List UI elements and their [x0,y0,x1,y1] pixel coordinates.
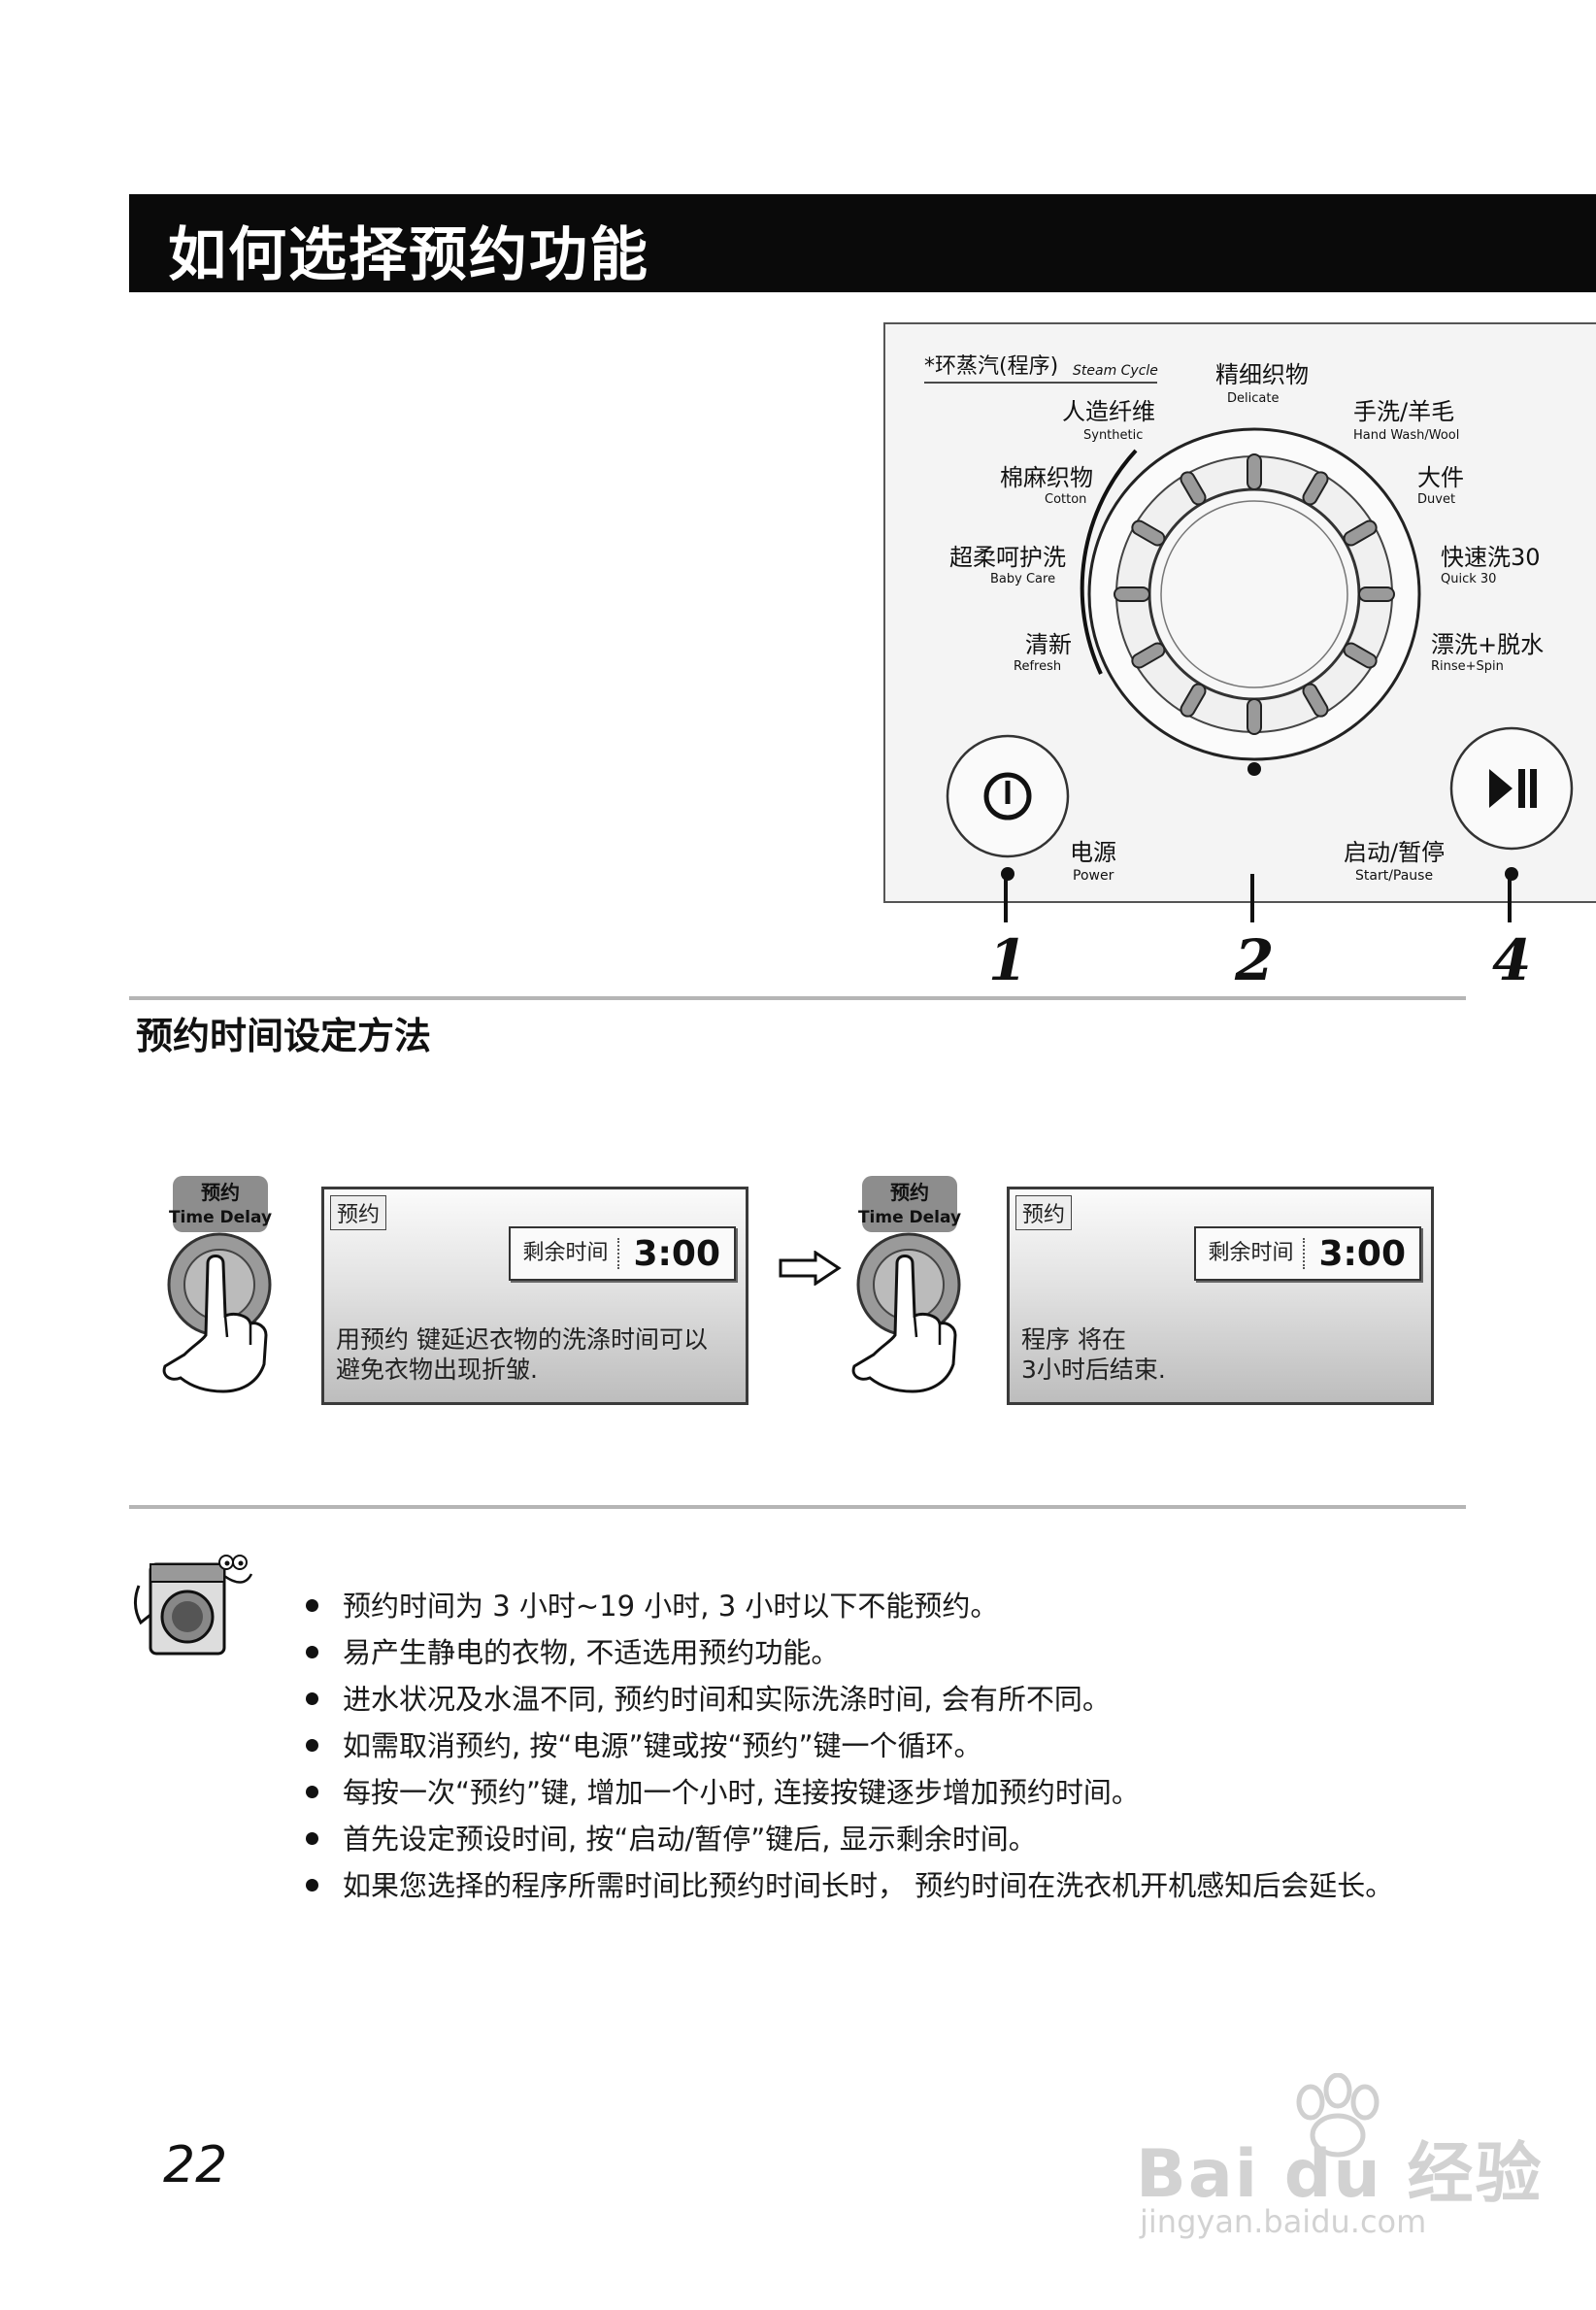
control-panel-illustration: *环蒸汽(程序) Steam Cycle 精细织物 Delicate 人造纤维 … [883,322,1596,903]
callout-2: 2 [1235,927,1275,993]
dial-tick [1302,683,1329,718]
dial-tick [1247,453,1262,490]
power-label: 电源 [1070,839,1116,866]
play-pause-icon [1489,769,1537,808]
program-label-handwash: 手洗/羊毛 [1353,398,1454,425]
dial-tick [1343,519,1378,547]
dial-tick [1180,683,1207,718]
dial-tick [1180,471,1207,506]
page-title: 如何选择预约功能 [168,221,649,289]
lcd-message-step1: 用预约 键延迟衣物的洗涤时间可以 避免衣物出现折皱. [336,1325,708,1384]
power-icon [983,772,1032,820]
dial-tick [1247,698,1262,735]
lcd-tab-step2: 预约 [1015,1195,1073,1230]
section-title: 预约时间设定方法 [136,1015,432,1057]
callout-4: 4 [1492,927,1532,993]
time-delay-en-1: Time Delay [169,1208,272,1227]
hand-press-icon: 预约 Time Delay [851,1176,961,1393]
program-dial[interactable] [1087,427,1421,761]
leader-dot-2 [1247,762,1261,776]
program-label-synthetic-en: Synthetic [1083,428,1143,443]
section-divider-bottom [129,1505,1466,1509]
time-delay-cn-2: 预约 [890,1181,929,1204]
steam-label-cn: *环蒸汽(程序) [924,354,1058,379]
program-label-rinsespin: 漂洗+脱水 [1431,631,1544,658]
program-label-duvet: 大件 [1417,464,1464,491]
note-item: 进水状况及水温不同, 预约时间和实际洗涤时间, 会有所不同。 [306,1676,1442,1723]
lcd-screen-step1: 预约 剩余时间 3:00 用预约 键延迟衣物的洗涤时间可以 避免衣物出现折皱. [321,1187,748,1405]
paw-icon [1296,2073,1380,2158]
time-delay-cn-1: 预约 [201,1181,240,1204]
hand-press-icon: 预约 Time Delay [162,1176,272,1393]
note-item: 如果您选择的程序所需时间比预约时间长时， 预约时间在洗衣机开机感知后会延长。 [306,1862,1442,1909]
notes-list: 预约时间为 3 小时~19 小时, 3 小时以下不能预约。 易产生静电的衣物, … [306,1583,1442,1909]
program-label-synthetic: 人造纤维 [1062,398,1155,425]
dial-tick [1343,642,1378,669]
page-number: 22 [163,2136,228,2194]
dial-tick [1131,642,1166,669]
dial-knob [1147,487,1361,701]
program-label-cotton: 棉麻织物 [1000,464,1093,491]
note-item: 预约时间为 3 小时~19 小时, 3 小时以下不能预约。 [306,1583,1442,1629]
washer-mascot-icon [134,1555,253,1656]
note-item: 易产生静电的衣物, 不适选用预约功能。 [306,1629,1442,1676]
dial-tick [1302,471,1329,506]
lcd-tab-step1: 预约 [330,1195,387,1230]
steam-label-en: Steam Cycle [1073,363,1158,379]
program-label-duvet-en: Duvet [1417,492,1455,507]
time-delay-en-2: Time Delay [858,1208,961,1227]
remaining-time-label-step2: 剩余时间 [1196,1238,1306,1269]
program-label-quick30: 快速洗30 [1441,544,1541,571]
arrow-right-icon [779,1251,842,1286]
program-label-handwash-en: Hand Wash/Wool [1353,428,1459,443]
watermark-url: jingyan.baidu.com [1140,2203,1427,2240]
program-label-babycare-en: Baby Care [990,572,1055,586]
program-label-quick30-en: Quick 30 [1441,572,1496,586]
note-item: 每按一次“预约”键, 增加一个小时, 连接按键逐步增加预约时间。 [306,1769,1442,1816]
power-button[interactable] [946,734,1070,858]
dial-knob-inner [1160,500,1348,688]
lcd-screen-step2: 预约 剩余时间 3:00 程序 将在 3小时后结束. [1007,1187,1434,1405]
power-label-en: Power [1073,868,1114,884]
remaining-time-value-step1: 3:00 [633,1233,720,1274]
callout-1: 1 [988,927,1028,993]
dial-tick [1131,519,1166,547]
remaining-time-box-step2: 剩余时间 3:00 [1194,1226,1421,1281]
remaining-time-value-step2: 3:00 [1318,1233,1406,1274]
control-panel-drawing: *环蒸汽(程序) Steam Cycle 精细织物 Delicate 人造纤维 … [924,354,1574,884]
start-pause-label-en: Start/Pause [1355,868,1433,884]
section-divider-top [129,996,1466,1000]
program-label-cotton-en: Cotton [1045,492,1086,507]
program-label-delicate-en: Delicate [1227,391,1279,406]
note-item: 首先设定预设时间, 按“启动/暂停”键后, 显示剩余时间。 [306,1816,1442,1862]
note-item: 如需取消预约, 按“电源”键或按“预约”键一个循环。 [306,1723,1442,1769]
dial-tick [1114,586,1150,602]
lcd-message-step2: 程序 将在 3小时后结束. [1021,1325,1166,1384]
time-delay-button-step2[interactable]: 预约 Time Delay [845,1170,971,1403]
program-label-babycare: 超柔呵护洗 [949,544,1066,571]
program-label-refresh-en: Refresh [1014,659,1061,674]
steam-arc [1080,449,1138,675]
dial-tick [1358,586,1395,602]
title-bar: 如何选择预约功能 [129,194,1596,292]
start-pause-label: 启动/暂停 [1344,839,1445,866]
start-pause-button[interactable] [1449,726,1574,851]
remaining-time-label-step1: 剩余时间 [511,1238,620,1269]
watermark-brand: Bai du 经验 [1136,2136,1544,2213]
program-label-delicate: 精细织物 [1215,361,1309,388]
program-label-rinsespin-en: Rinse+Spin [1431,659,1504,674]
remaining-time-box-step1: 剩余时间 3:00 [509,1226,736,1281]
program-label-refresh: 清新 [1025,631,1072,658]
callout-lines [1004,874,1512,922]
dial-ticks [1114,453,1395,735]
time-delay-button-step1[interactable]: 预约 Time Delay [155,1170,282,1403]
